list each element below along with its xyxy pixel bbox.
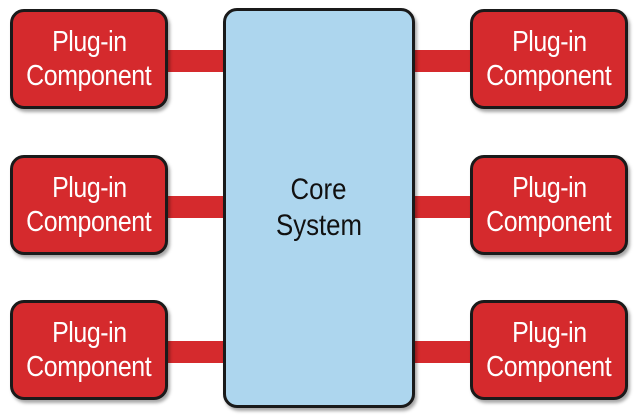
connector-right-bottom [408, 341, 478, 363]
core-label-line2: System [275, 209, 363, 242]
connector-right-top [408, 50, 478, 72]
core-system: Core System [223, 8, 415, 408]
plugin-component-right-middle: Plug-in Component [470, 155, 628, 255]
connector-left-middle [160, 196, 230, 218]
plugin-label-line1: Plug-in [511, 317, 587, 349]
plugin-label-line2: Component [486, 60, 612, 92]
plugin-label-line2: Component [486, 351, 612, 383]
connector-right-middle [408, 196, 478, 218]
plugin-component-right-bottom: Plug-in Component [470, 300, 628, 400]
plugin-component-left-middle: Plug-in Component [10, 155, 168, 255]
core-label-line1: Core [291, 173, 347, 206]
connector-left-top [160, 50, 230, 72]
connector-left-bottom [160, 341, 230, 363]
plugin-label-line2: Component [26, 60, 152, 92]
plugin-label-line1: Plug-in [511, 172, 587, 204]
plugin-label-line2: Component [26, 206, 152, 238]
plugin-component-left-bottom: Plug-in Component [10, 300, 168, 400]
plugin-label-line1: Plug-in [511, 26, 587, 58]
plugin-label-line1: Plug-in [51, 317, 127, 349]
plugin-component-left-top: Plug-in Component [10, 9, 168, 109]
plugin-label-line1: Plug-in [51, 26, 127, 58]
plugin-label-line1: Plug-in [51, 172, 127, 204]
plugin-component-right-top: Plug-in Component [470, 9, 628, 109]
plugin-label-line2: Component [486, 206, 612, 238]
plugin-label-line2: Component [26, 351, 152, 383]
